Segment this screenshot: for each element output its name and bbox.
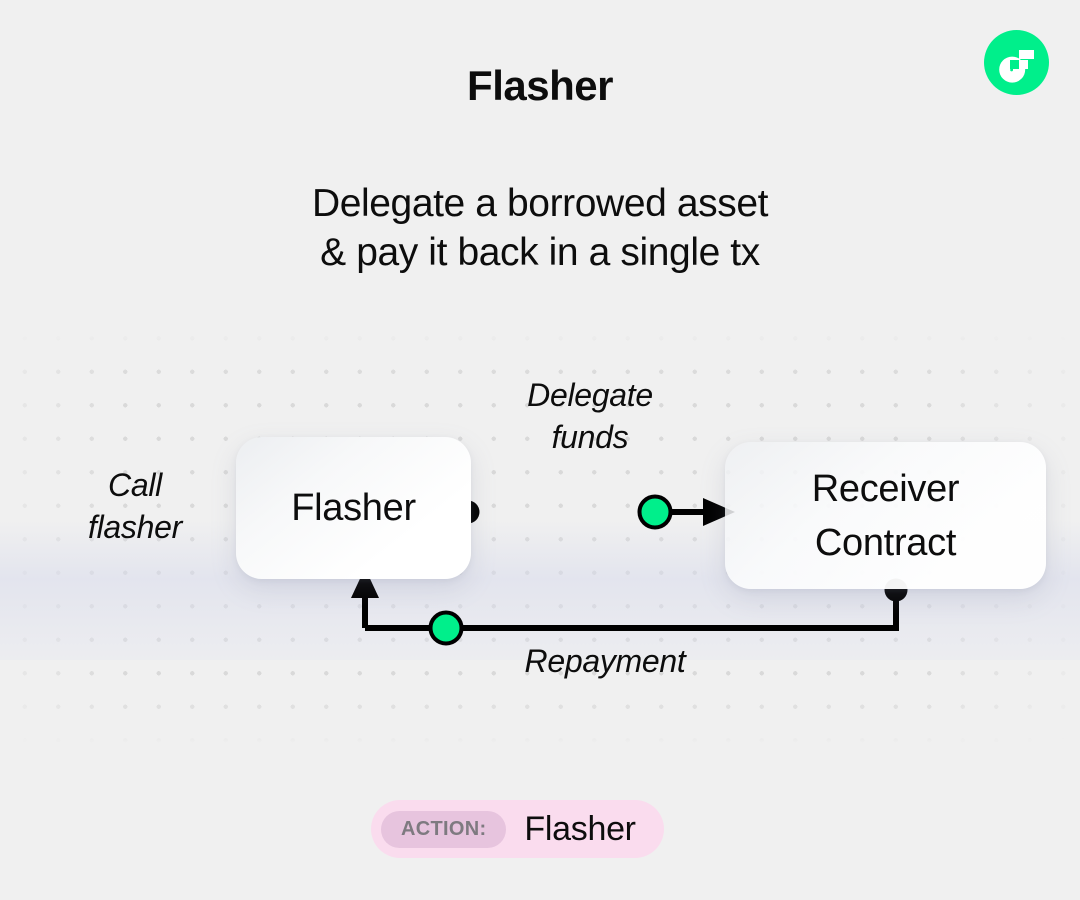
page-subtitle: Delegate a borrowed asset & pay it back … [0,179,1080,277]
node-receiver-label: Receiver Contract [811,467,960,564]
action-tag-label: ACTION: [381,810,507,848]
action-value-label: Flasher [524,809,636,848]
node-flasher[interactable]: Flasher [236,437,471,579]
edge-label-call-flasher: Call flasher [88,467,182,545]
edge-label-delegate-funds: Delegate funds [527,377,653,455]
page-title: Flasher [467,62,613,109]
node-receiver-contract[interactable]: Receiver Contract [725,442,1046,589]
subtitle-line-2: & pay it back in a single tx [320,231,760,274]
action-badge: ACTION: Flasher [371,800,664,858]
diagram-stage: Flasher Receiver Contract Call flasher D… [0,330,1080,750]
subtitle-line-1: Delegate a borrowed asset [311,182,769,225]
edge-label-repayment: Repayment [524,643,686,679]
node-flasher-label: Flasher [291,486,416,529]
flow-logo-icon [984,30,1049,95]
